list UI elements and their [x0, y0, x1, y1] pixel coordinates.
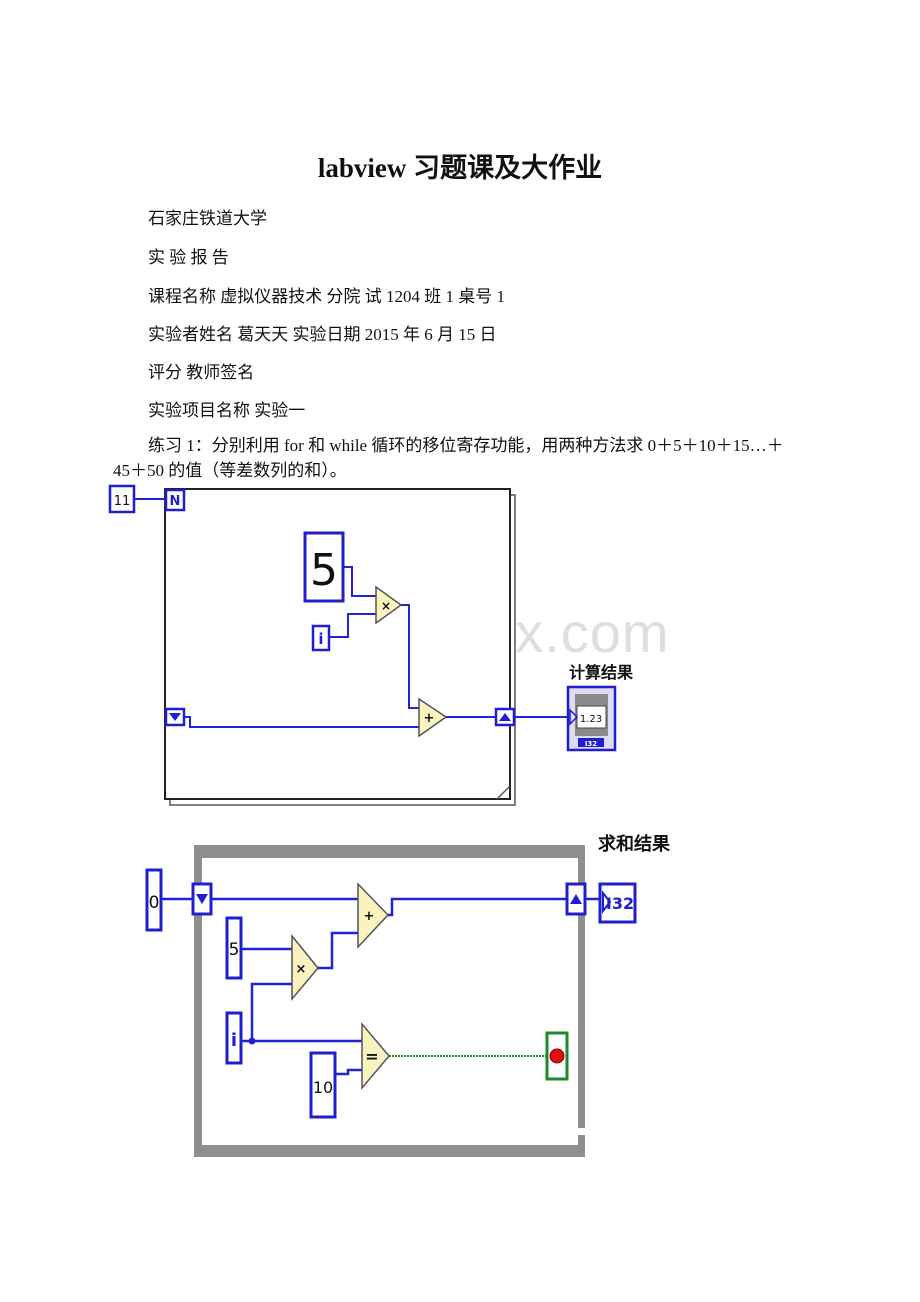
count-constant-value: 11 — [114, 494, 131, 509]
while-result-indicator[interactable] — [598, 882, 637, 924]
five-to-multiply-wire — [343, 566, 376, 597]
while-indicator-input-icon — [602, 890, 612, 914]
for-indicator-label: 计算结果 — [569, 663, 633, 682]
while-shift-right-icon — [570, 894, 582, 904]
while-indicator-type: I32 — [606, 894, 634, 913]
init-constant-value: 0 — [149, 893, 160, 913]
score-signature: 评分 教师签名 — [148, 363, 255, 382]
while-iteration-label: i — [231, 1030, 237, 1051]
n-terminal-label: N — [170, 494, 181, 509]
while-indicator-label: 求和结果 — [598, 833, 671, 855]
for-indicator-type: I32 — [585, 740, 597, 748]
multiply-to-add-wire — [318, 931, 358, 970]
for-indicator-value: 1.23 — [580, 714, 602, 725]
iteration-terminal-label: i — [318, 630, 323, 648]
while-multiply-node[interactable] — [291, 933, 319, 1002]
course-info: 课程名称 虚拟仪器技术 分院 试 1204 班 1 桌号 1 — [148, 287, 505, 306]
document-title: labview 习题课及大作业 — [317, 153, 603, 183]
university-name: 石家庄铁道大学 — [148, 209, 267, 228]
for-loop-corner — [496, 785, 511, 800]
equal-node[interactable] — [361, 1021, 390, 1091]
while-const-ten[interactable] — [309, 1051, 337, 1119]
while-add-symbol: + — [364, 909, 375, 924]
multiply-node-symbol: × — [381, 599, 391, 613]
project-name: 实验项目名称 实验一 — [148, 401, 306, 420]
shift-to-add-wire — [184, 716, 419, 728]
multiply-node[interactable] — [375, 585, 403, 625]
while-shift-left-icon — [196, 894, 208, 904]
ten-to-equal-wire — [335, 1068, 362, 1076]
while-const-five-value: 5 — [229, 940, 240, 960]
while-const-ten-value: 10 — [313, 1078, 333, 1097]
while-multiply-symbol: × — [296, 962, 307, 977]
const-five-value: 5 — [310, 545, 338, 596]
report-heading: 实 验 报 告 — [148, 248, 229, 267]
i-to-multiply-wire — [329, 613, 376, 638]
while-iteration-terminal[interactable] — [225, 1011, 243, 1065]
exercise-description: 练习 1：分别利用 for 和 while 循环的移位寄存功能，用两种方法求 0… — [113, 436, 784, 480]
for-indicator-type-badge — [578, 738, 604, 747]
for-indicator-input-icon — [569, 708, 579, 726]
shift-register-left-icon — [169, 713, 181, 721]
equal-node-symbol: = — [365, 1047, 378, 1066]
add-node[interactable] — [418, 697, 448, 738]
shift-register-right-icon — [499, 713, 511, 721]
i-to-multiply-wire — [241, 982, 292, 1043]
multiply-to-add-wire — [401, 604, 419, 709]
add-node-symbol: + — [424, 711, 435, 726]
n-terminal[interactable] — [164, 488, 186, 512]
while-add-node[interactable] — [357, 882, 390, 949]
add-to-shift-wire — [388, 897, 567, 917]
stop-icon — [549, 1048, 565, 1064]
experimenter-info: 实验者姓名 葛天天 实验日期 2015 年 6 月 15 日 — [148, 325, 497, 344]
